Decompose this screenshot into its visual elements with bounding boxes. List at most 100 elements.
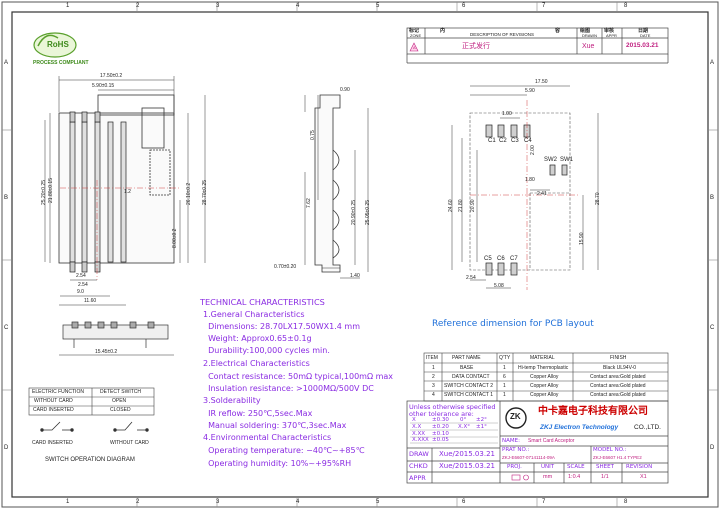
side-view-dimension-lines — [304, 95, 369, 279]
part-value: ZKJ-E6607-07141114-09A — [502, 455, 555, 460]
rev-header-date-en: DATE — [640, 33, 651, 38]
tol-r3-a: X.XXX — [412, 437, 429, 443]
pcb-dim-h5: 20.90 — [470, 199, 476, 212]
grid-row-a: A — [4, 60, 9, 66]
name-value: Smart Card Acceptor — [528, 438, 575, 444]
parts-r0-qty: 1 — [503, 365, 506, 371]
grid-col-2-bottom: 2 — [136, 499, 140, 505]
draw-value: Xue/2015.03.21 — [439, 450, 495, 458]
side-view-connector — [314, 94, 341, 273]
tech-line-1: Dimensions: 28.70LX17.50WX1.4 mm — [203, 322, 360, 331]
pcb-label-c6: C6 — [497, 256, 505, 262]
rev-header-appr-en: APPR — [606, 33, 617, 38]
rev-header-zone: 标记 — [409, 28, 420, 34]
parts-r2-item: 3 — [432, 383, 435, 389]
pcb-label-c7: C7 — [510, 256, 518, 262]
pcb-reference-title: Reference dimension for PCB layout — [432, 319, 594, 329]
revision-value: X1 — [640, 474, 647, 480]
side-dim-f: 0.70±0.20 — [274, 264, 297, 270]
bottom-side-view — [62, 321, 169, 348]
tech-line-4: 2.Electrical Characteristics — [203, 359, 310, 368]
proj-label: PROJ. — [507, 464, 522, 470]
rev-header-drawn-en: DRAWN — [582, 33, 597, 38]
parts-r2-qty: 1 — [503, 383, 506, 389]
tol-r3-b: ±0.05 — [432, 437, 449, 443]
switch-row-0-value: OPEN — [112, 398, 127, 404]
inner-frame — [11, 11, 709, 498]
company-suffix: CO.,LTD. — [634, 424, 661, 431]
model-value: ZKJ-E6607 H1.4 TYPE2 — [593, 455, 642, 460]
grid-col-5-bottom: 5 — [376, 499, 380, 505]
sheet-value: 1/1 — [601, 474, 609, 480]
parts-header-finish: FINISH — [610, 355, 627, 361]
tol-r1-c: X.X° — [458, 424, 471, 430]
rohs-caption: PROCESS COMPLIANT — [33, 60, 89, 66]
parts-r3-name: SWITCH CONTACT 1 — [444, 392, 493, 398]
scale-value: 1:0.4 — [568, 474, 581, 480]
grid-col-2: 2 — [136, 3, 140, 9]
pcb-dim-p: 5.90 — [525, 88, 535, 94]
dim-h3: 26.10±0.2 — [186, 182, 192, 205]
tech-line-3: Durability:100,000 cycles min. — [203, 346, 330, 355]
grid-row-a-right: A — [710, 60, 715, 66]
rev-header-appr: 审核 — [604, 28, 615, 34]
switch-header-function: ELECTRIC FUNCTION — [32, 389, 84, 395]
grid-col-1: 1 — [66, 3, 70, 9]
grid-row-d-right: D — [710, 445, 715, 451]
tech-line-9: Manual soldering: 370℃,3sec.Max — [203, 421, 347, 430]
tol-r2-b: ±0.10 — [432, 431, 449, 437]
switch-diagram — [40, 421, 149, 432]
parts-r1-material: Copper Alloy — [530, 374, 559, 380]
rev-drawn: Xue — [582, 43, 595, 50]
dim-d1: 1.2 — [124, 189, 131, 195]
grid-col-6-bottom: 6 — [462, 499, 466, 505]
title-block — [406, 400, 669, 484]
tolerance-table — [410, 422, 498, 444]
rev-header-content: 容 — [555, 28, 561, 34]
pcb-dim-h4: 21.80 — [458, 199, 464, 212]
rev-zone: A — [413, 45, 416, 50]
pcb-label-c3: C3 — [511, 138, 519, 144]
warning-triangle-icon — [409, 42, 419, 52]
side-dim-a: 0.90 — [340, 87, 350, 93]
parts-r3-qty: 1 — [503, 392, 506, 398]
tech-line-6: Insulation resistance: >1000MΩ/500V DC — [203, 384, 374, 393]
pcb-label-c1: C1 — [488, 138, 496, 144]
dim-d5: 2.54 — [78, 282, 88, 288]
side-dim-g: 1.40 — [350, 273, 360, 279]
switch-label-without: WITHOUT CARD — [110, 440, 149, 446]
dim-d4: 11.60 — [84, 298, 97, 304]
pcb-dim-x3: 5.08 — [494, 283, 504, 289]
dim-d6: 15.45±0.2 — [95, 349, 118, 355]
switch-caption: SWITCH OPERATION DIAGRAM — [45, 457, 135, 463]
revision-block — [406, 27, 669, 64]
grid-col-3-bottom: 3 — [216, 499, 220, 505]
parts-header-material: MATERIAL — [530, 355, 555, 361]
parts-header-qty: Q'TY — [499, 355, 511, 361]
scale-label: SCALE — [567, 464, 585, 470]
switch-header-detect: DETECT SWITCH — [100, 389, 142, 395]
rohs-logo-text: RoHS — [47, 40, 69, 49]
sheet-label: SHEET — [596, 464, 614, 470]
grid-col-3: 3 — [216, 3, 220, 9]
pcb-dim-w: 17.50 — [535, 79, 548, 85]
pcb-dim-x2: 2.54 — [466, 275, 476, 281]
unit-label: UNIT — [541, 464, 555, 470]
dim-pitch: 5.90±0.15 — [92, 83, 115, 89]
grid-row-b: B — [4, 195, 9, 201]
switch-table — [28, 387, 155, 416]
parts-r1-qty: 6 — [503, 374, 506, 380]
tol-r1-d: ±1° — [476, 424, 487, 430]
side-dim-e: 25.05±0.25 — [365, 200, 371, 225]
dim-d2: 2.54 — [76, 273, 86, 279]
pcb-dimension-lines — [451, 85, 599, 289]
model-label: MODEL NO.: — [593, 447, 627, 453]
tol-r1-a: X.X — [412, 424, 422, 430]
rev-header-drawn: 绘图 — [580, 28, 591, 34]
parts-r0-item: 1 — [432, 365, 435, 371]
pcb-dim-h1: 2.00 — [530, 145, 536, 155]
parts-r1-finish: Contact area:Gold plated — [590, 374, 646, 380]
name-label: NAME: — [502, 438, 520, 444]
